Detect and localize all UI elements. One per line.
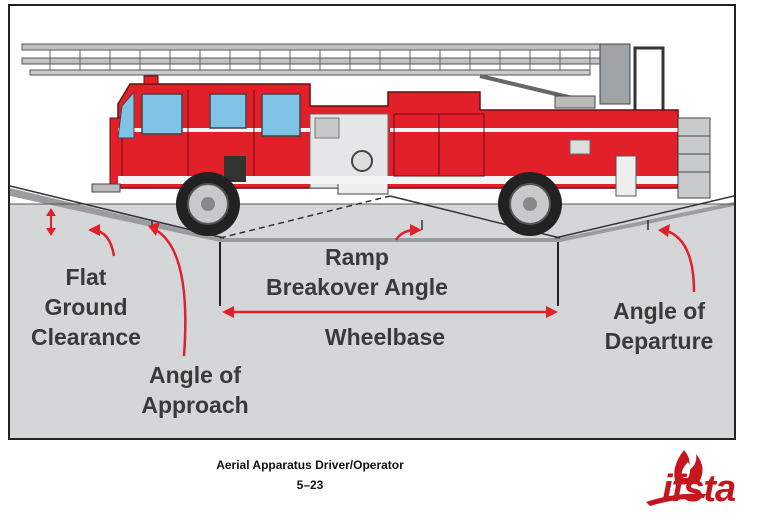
label-line: Clearance: [31, 324, 141, 350]
diagram-frame: Flat Ground Clearance Angle of Approach …: [8, 4, 736, 440]
caption-page-number: 5–23: [296, 478, 324, 492]
label-line: Breakover Angle: [266, 274, 448, 300]
angle-of-departure-label: Angle of Departure: [590, 296, 728, 356]
aerial-ladder: [21, 43, 665, 120]
label-line: Angle of: [149, 362, 241, 388]
approach-angle-line: [10, 185, 225, 239]
flat-ground-clearance-label: Flat Ground Clearance: [22, 262, 150, 352]
approach-pointer-arrow: [151, 226, 187, 357]
caption-title: Aerial Apparatus Driver/Operator: [216, 458, 404, 472]
wheelbase-label: Wheelbase: [310, 322, 460, 352]
label-line: Ramp: [325, 244, 389, 270]
front-wheel: [176, 172, 240, 236]
truck-body: [91, 75, 711, 199]
fire-truck-illustration: [10, 43, 734, 438]
ramp-breakover-angle-label: Ramp Breakover Angle: [254, 242, 460, 302]
ifsta-logo: ifsta: [636, 444, 776, 518]
departure-pointer-arrow: [663, 228, 696, 293]
wheelbase-arrow: [222, 306, 558, 318]
logo-text: ifsta: [662, 468, 736, 510]
angle-of-approach-label: Angle of Approach: [134, 360, 256, 420]
label-line: Wheelbase: [324, 324, 446, 350]
rear-wheel: [498, 172, 562, 236]
flame-icon: [646, 450, 706, 506]
label-line: Flat: [65, 264, 107, 290]
label-line: Departure: [604, 328, 714, 354]
label-line: Approach: [141, 392, 249, 418]
breakover-line-left: [219, 195, 391, 239]
ground: [10, 204, 734, 438]
departure-angle-line: [554, 195, 734, 239]
clearance-arrow: [46, 208, 56, 236]
label-line: Angle of: [613, 298, 705, 324]
label-line: Ground: [44, 294, 128, 320]
